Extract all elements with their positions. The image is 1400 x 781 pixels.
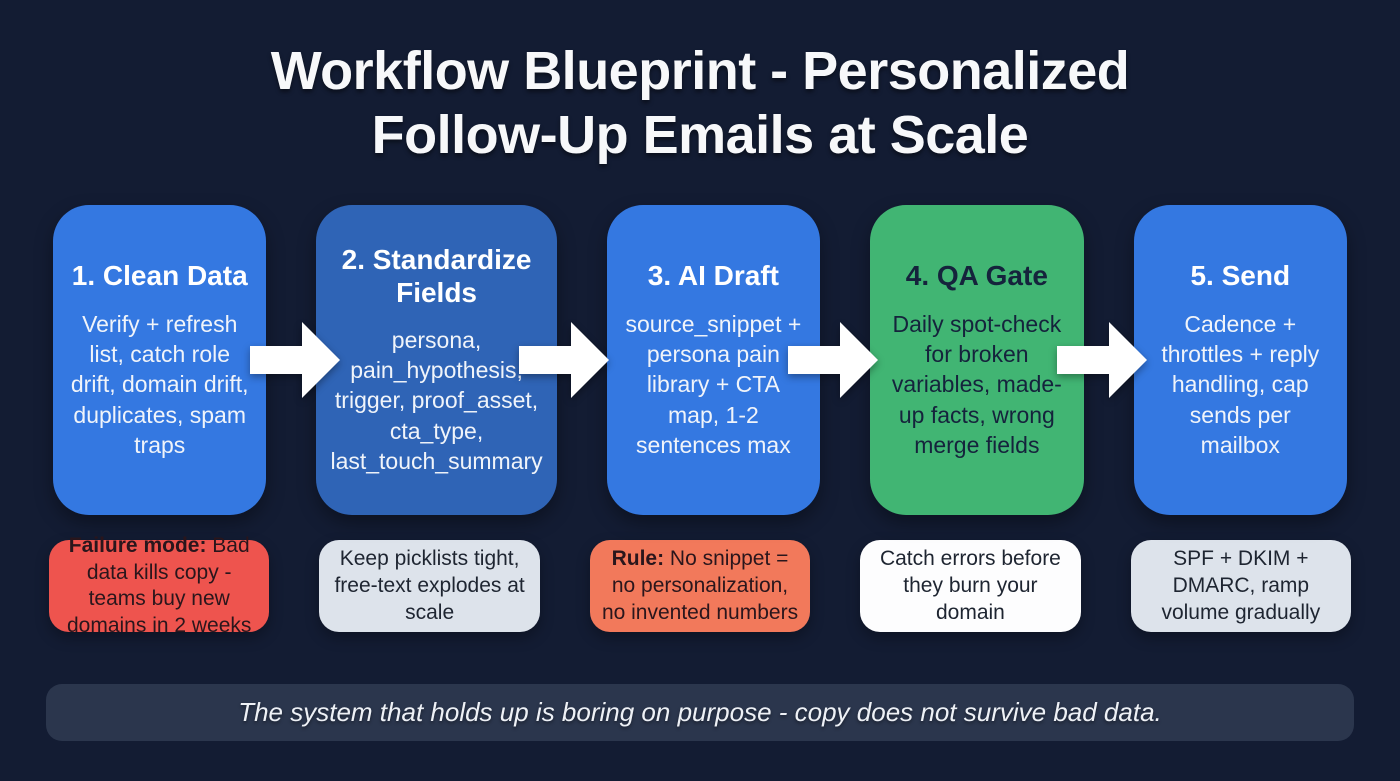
step-title: 1. Clean Data	[71, 260, 248, 292]
note-text: Catch errors before they burn your domai…	[879, 547, 1061, 624]
step-card-ai-draft: 3. AI Draft source_snippet + persona pai…	[606, 205, 821, 516]
step-title: 4. QA Gate	[905, 260, 1048, 292]
note-text: No snippet = no personalization, no inve…	[601, 547, 799, 624]
note-picklists: Keep picklists tight, free-text explodes…	[319, 540, 540, 633]
note-failure-mode: Failure mode: Bad data kills copy - team…	[49, 534, 270, 637]
note-prefix: Failure mode:	[68, 533, 207, 557]
step-title: 2. Standardize Fields	[341, 244, 532, 308]
note-text: Bad data kills copy - teams buy new doma…	[66, 533, 252, 638]
footer-text: The system that holds up is boring on pu…	[238, 697, 1162, 728]
step-body: persona, pain_hypothesis, trigger, proof…	[330, 326, 543, 475]
right-arrow-icon	[519, 322, 609, 399]
note-catch-errors: Catch errors before they burn your domai…	[860, 540, 1081, 633]
page-title-line2: Follow-Up Emails at Scale	[371, 104, 1029, 165]
note-text: Keep picklists tight, free-text explodes…	[334, 547, 525, 624]
step-title: 5. Send	[1190, 260, 1291, 292]
step-card-standardize-fields: 2. Standardize Fields persona, pain_hypo…	[316, 205, 557, 516]
right-arrow-icon	[1057, 322, 1147, 399]
step-title: 3. AI Draft	[647, 260, 779, 292]
step-card-qa-gate: 4. QA Gate Daily spot-check for broken v…	[870, 205, 1084, 516]
note-spf-dkim: SPF + DKIM + DMARC, ramp volume graduall…	[1130, 540, 1352, 633]
step-card-send: 5. Send Cadence + throttles + reply hand…	[1133, 205, 1348, 516]
page-title: Workflow Blueprint - Personalized Follow…	[0, 0, 1400, 167]
page-title-line1: Workflow Blueprint - Personalized	[270, 41, 1130, 101]
step-body: Cadence + throttles + reply handling, ca…	[1161, 310, 1320, 459]
note-prefix: Rule:	[611, 547, 665, 571]
workflow-steps-row: 1. Clean Data Verify + refresh list, cat…	[0, 205, 1400, 516]
note-rule: Rule: No snippet = no personalization, n…	[589, 540, 811, 633]
step-notes-row: Failure mode: Bad data kills copy - team…	[0, 534, 1400, 637]
right-arrow-icon	[250, 322, 340, 399]
step-body: Daily spot-check for broken variables, m…	[891, 310, 1062, 459]
note-text: SPF + DKIM + DMARC, ramp volume graduall…	[1161, 547, 1321, 624]
step-card-clean-data: 1. Clean Data Verify + refresh list, cat…	[53, 205, 267, 516]
step-body: Verify + refresh list, catch role drift,…	[70, 310, 249, 459]
right-arrow-icon	[788, 322, 878, 399]
step-body: source_snippet + persona pain library + …	[625, 310, 802, 459]
footer-banner: The system that holds up is boring on pu…	[46, 684, 1354, 742]
